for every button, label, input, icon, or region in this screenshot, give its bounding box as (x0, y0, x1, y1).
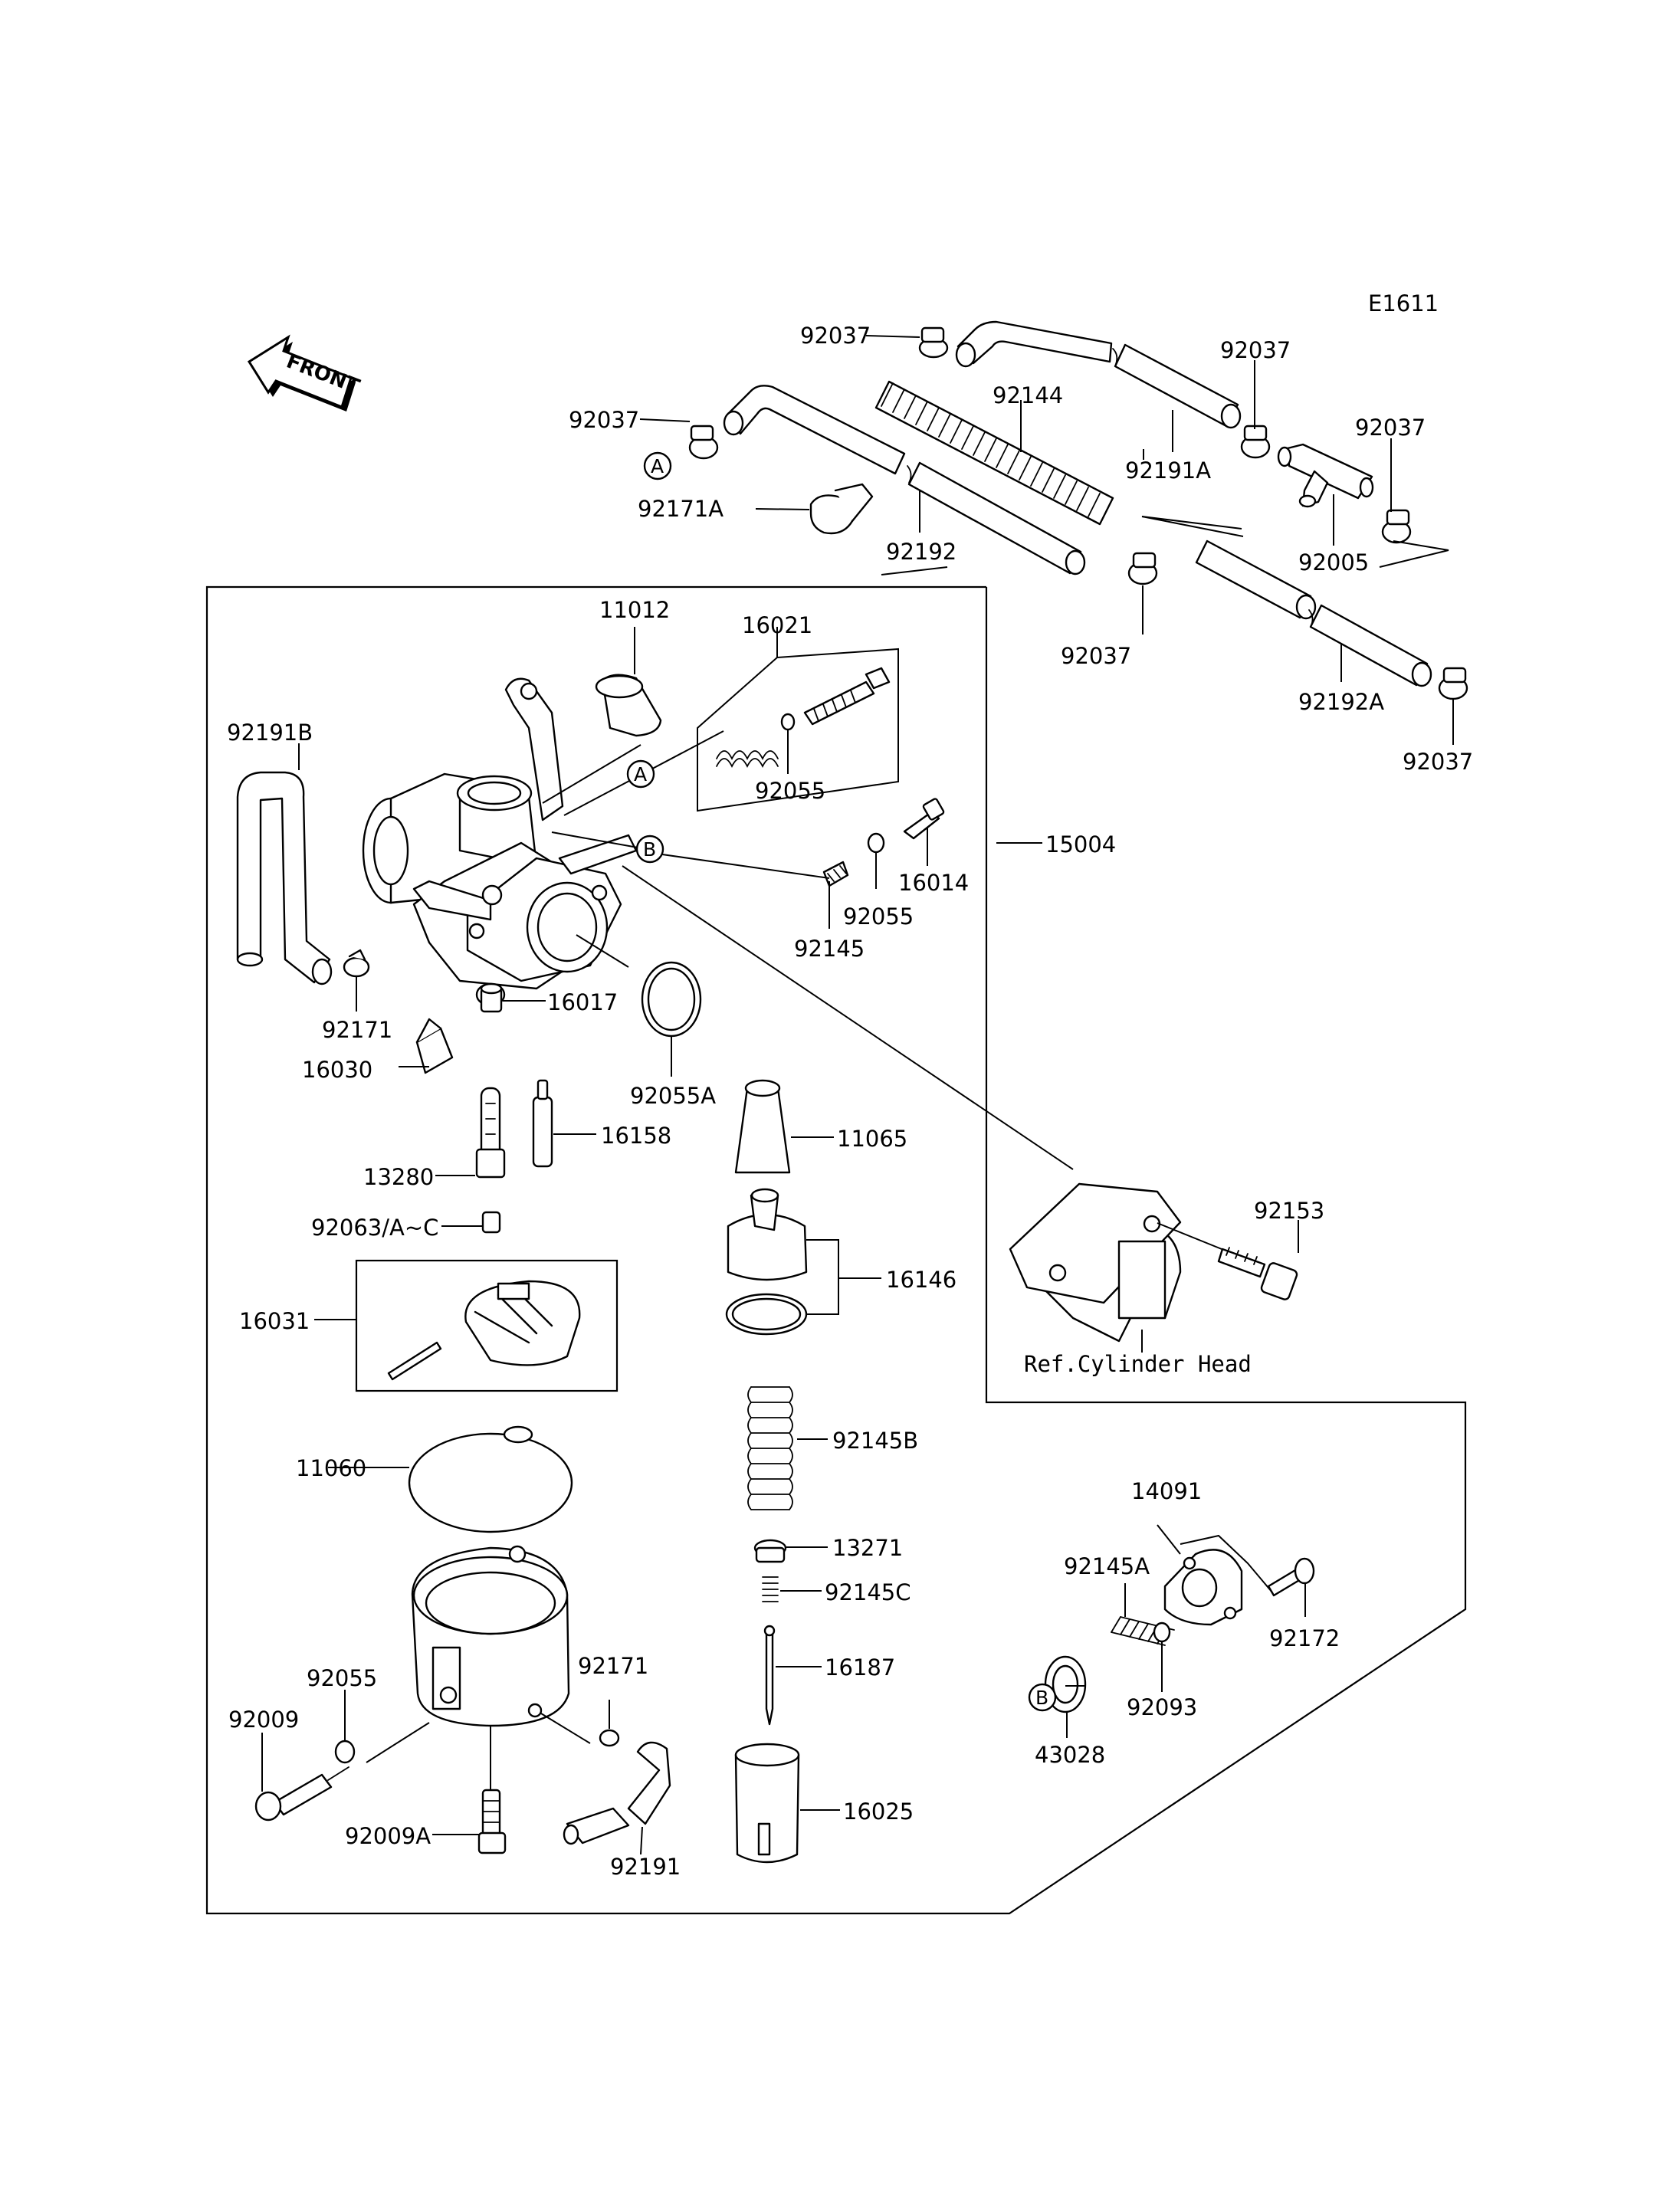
part-label: 11012 (599, 597, 670, 623)
part-label: 92037 (1061, 643, 1131, 669)
part-label: 92093 (1127, 1694, 1197, 1720)
part-label: 92037 (1220, 337, 1291, 363)
part-label: 92171A (638, 496, 724, 522)
part-label: 92009 (228, 1707, 299, 1733)
part-label: 92192 (886, 539, 956, 565)
callout-b-right: B (1028, 1683, 1057, 1712)
float-16031 (387, 1280, 581, 1381)
part-label: 92191 (610, 1854, 681, 1880)
spring-92145B (747, 1386, 793, 1510)
part-label: 16187 (825, 1654, 895, 1681)
part-label: 16158 (601, 1123, 671, 1149)
part-label: 16021 (742, 612, 812, 638)
svg-text:A: A (634, 763, 647, 785)
float-box (355, 1259, 619, 1392)
part-label: 16017 (547, 989, 618, 1015)
part-label: 92172 (1269, 1625, 1340, 1651)
screw-16014 (903, 798, 945, 840)
part-label: 92145C (825, 1579, 911, 1605)
leader-lines (261, 335, 1454, 1855)
part-label: 92191A (1125, 457, 1211, 484)
callout-a-carb: A (626, 759, 655, 789)
part-label: 92192A (1298, 689, 1384, 715)
svg-text:A: A (651, 455, 664, 477)
front-arrow-icon: FRONT (247, 334, 363, 412)
hose-clip-icon (688, 326, 1468, 700)
float-bowl (411, 1545, 570, 1727)
part-label: 16031 (239, 1308, 310, 1334)
part-label: 16030 (302, 1057, 372, 1083)
part-labels: 92037 92144 92037 92037 92191A 92037 921… (227, 323, 1473, 1880)
part-label: 16146 (886, 1267, 956, 1293)
part-label: 92055 (307, 1665, 377, 1691)
intake-manifold (1009, 1182, 1182, 1343)
reference-label: Ref.Cylinder Head (1024, 1351, 1252, 1377)
part-label: 92145B (832, 1428, 918, 1454)
part-label: 92005 (1298, 549, 1369, 575)
part-label: 16025 (843, 1799, 914, 1825)
fuel-line-group (688, 320, 1468, 700)
pilot-screw-16021 (716, 667, 891, 769)
diaphragm-assembly (1044, 1549, 1315, 1713)
part-label: 43028 (1035, 1742, 1105, 1768)
part-label: 92037 (800, 323, 871, 349)
part-label: 92191B (227, 720, 313, 746)
part-label: 11060 (296, 1455, 366, 1481)
part-label: 13280 (363, 1164, 434, 1190)
part-label: 16014 (898, 870, 969, 896)
part-label: 14091 (1131, 1478, 1202, 1504)
part-label: 92063/A~C (311, 1215, 438, 1241)
part-label: 92153 (1254, 1198, 1324, 1224)
svg-text:B: B (643, 838, 656, 861)
part-label: 92055A (630, 1083, 716, 1109)
cap-11012 (595, 674, 662, 737)
part-label: 13271 (832, 1535, 903, 1561)
carburetor-body (362, 677, 638, 1007)
diagram-id: E1611 (1368, 290, 1439, 316)
part-label: 92145A (1064, 1553, 1150, 1579)
part-label: 92037 (1403, 749, 1473, 775)
part-label: 92009A (345, 1823, 431, 1849)
part-label: 92055 (755, 778, 825, 804)
part-label: 92055 (843, 903, 914, 930)
part-label: 11065 (837, 1126, 907, 1152)
part-label: 92171 (322, 1017, 392, 1043)
part-label: 92171 (578, 1653, 648, 1679)
assembly-boundary (205, 585, 1467, 1915)
part-label: 92145 (794, 936, 865, 962)
svg-text:B: B (1035, 1687, 1048, 1709)
part-label: 92144 (993, 382, 1063, 408)
callout-a-top: A (643, 451, 672, 480)
part-label: 15004 (1045, 831, 1116, 857)
part-label: 92037 (1355, 415, 1426, 441)
callout-b-carb: B (635, 835, 664, 864)
part-label: 92037 (569, 407, 639, 433)
